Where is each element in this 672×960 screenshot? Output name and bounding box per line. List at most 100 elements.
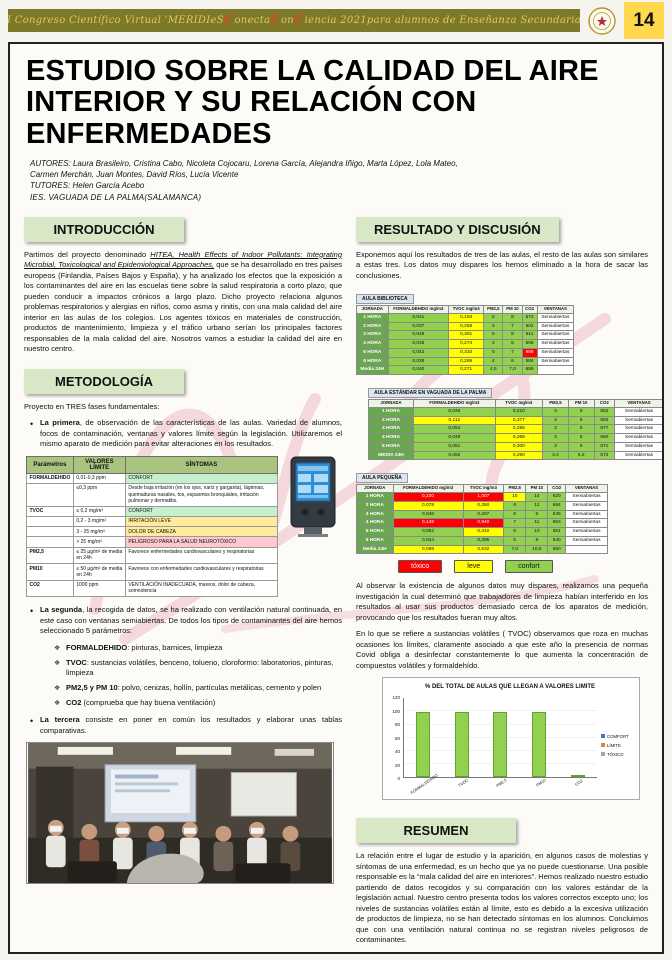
aula-cell <box>565 544 608 555</box>
chart-y-tick: 60 <box>394 735 400 741</box>
aula-header-cell: PM2,5 <box>503 484 527 494</box>
aula-cell: 4 HORA <box>367 433 415 443</box>
pollutant-desc: : polvo, cenizas, hollín, partículas met… <box>117 683 322 693</box>
aula-cell: MEDIA 24H <box>367 450 415 461</box>
aula-cell: 12 <box>525 500 549 511</box>
aula-cell: 596 <box>521 339 538 349</box>
aula-cell: Semiabiertas <box>614 450 662 461</box>
aula-cell: Semiabiertas <box>614 433 662 443</box>
aula-cell: 0,037 <box>387 321 450 332</box>
aula-cell: 5 <box>483 330 504 341</box>
aula-cell: 7,0 <box>502 365 523 376</box>
aula-cell: 0,210 <box>494 406 544 417</box>
results-paragraph-3: En lo que se refiere a sustancias voláti… <box>356 629 648 670</box>
aula-cell: Media 24H <box>356 365 389 376</box>
pollutant-item: TVOC: sustancias volátiles, benceno, tol… <box>54 658 342 680</box>
aula-cell: 7,0 <box>503 544 527 555</box>
param-table-header-cell: VALORES LÍMITE <box>72 455 126 474</box>
aula-cell: 6 <box>502 339 523 349</box>
aula-cell: 5 HORA <box>356 527 394 537</box>
aula-cell: 7 <box>502 347 523 358</box>
param-table-cell: DOLOR DE CABEZA <box>124 526 279 538</box>
aula-cell: 0,285 <box>462 535 505 546</box>
chart-bar <box>570 775 585 778</box>
aula-cell: 584 <box>521 356 538 367</box>
classroom-photo <box>26 742 334 885</box>
aula-cell: 5 <box>483 347 504 358</box>
param-table-cell <box>26 536 74 548</box>
aula-cell: 9 <box>525 535 549 546</box>
chart-bar <box>416 711 431 778</box>
aula-cell: Semiabiertas <box>536 321 575 332</box>
aula-cell: 0,044 <box>392 535 464 546</box>
chart-x-label-text: PM2,5 <box>495 777 508 789</box>
aula-cell: 650 <box>547 544 566 555</box>
aula-cell: 4 <box>542 415 569 426</box>
aula-cell: 7 <box>503 518 527 529</box>
aula-cell: 0,052 <box>392 527 464 537</box>
phase-item-second: La segunda, la recogida de datos, se ha … <box>30 605 342 637</box>
aula-cell: 0,532 <box>462 544 505 555</box>
aula-cell: 3 <box>542 424 569 435</box>
chart-bar-slot <box>481 698 520 778</box>
aula-cell: 10,8 <box>525 544 549 555</box>
aula-header-cell: PM2,5 <box>542 399 569 408</box>
aula-cell: 0,193 <box>448 312 485 323</box>
aula-cell: 0,098 <box>392 544 464 555</box>
aula-header-cell: CO2 <box>547 484 566 494</box>
param-table-cell: 1000 ppm <box>72 579 126 598</box>
chart-legend-label: COMFORT <box>607 733 629 739</box>
aula-cell: 573 <box>521 312 538 323</box>
aula-cell: Semiabiertas <box>565 527 608 537</box>
bar-chart: % DEL TOTAL DE AULAS QUE LLEGAN A VALORE… <box>382 677 640 801</box>
aula-cell: 577 <box>593 424 616 435</box>
aula-cell: 6 <box>503 509 527 520</box>
chart-legend-marker <box>601 734 605 739</box>
aula-header-cell: PM 10 <box>525 484 549 494</box>
chart-bar <box>454 711 469 778</box>
phase-lead: La primera <box>40 418 80 428</box>
pollutant-name: PM2,5 y PM 10 <box>66 683 118 693</box>
aula-cell: 10 <box>525 527 549 537</box>
pollutant-name: TVOC <box>66 657 87 667</box>
top-banner: I Congreso Científico Virtual 'MERIDIeS … <box>8 2 664 39</box>
chart-y-tick: 0 <box>397 776 400 782</box>
legend-chip: tóxico <box>398 560 443 574</box>
chart-x-label: CO2 <box>558 778 597 795</box>
aula-cell: Semiabiertas <box>536 330 575 341</box>
param-table-cell <box>26 482 74 507</box>
aula-cell: 3 HORA <box>356 330 389 341</box>
section-heading-resumen: RESUMEN <box>356 818 516 844</box>
aula-cell: 0,258 <box>448 321 485 332</box>
aula-cell: 0,271 <box>448 365 485 376</box>
aula-cell: 0,038 <box>387 356 450 367</box>
authors-block: AUTORES: Laura Brasileiro, Cristina Cabo… <box>30 158 460 203</box>
poster-title: ESTUDIO SOBRE LA CALIDAD DEL AIRE INTERI… <box>26 55 599 150</box>
aula-cell: 2 HORA <box>356 321 389 332</box>
param-table-cell <box>26 526 74 538</box>
aula-cell: 11 <box>525 518 549 529</box>
aula-header-cell: FORMALDEHIDO mg/m3 <box>392 484 464 494</box>
param-table-cell: 0,01-0,3 ppm <box>72 472 126 484</box>
aula-cell: 645 <box>547 509 566 520</box>
intro-text-pre: Partimos del proyecto denominado <box>24 249 151 259</box>
chart-bar-slot <box>558 698 597 778</box>
